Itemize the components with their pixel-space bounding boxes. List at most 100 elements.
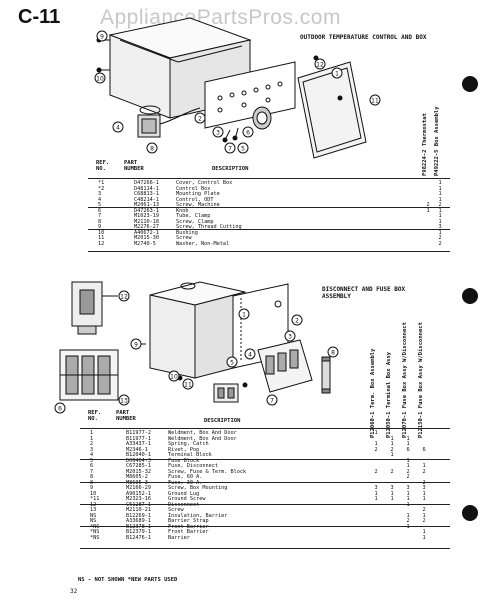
part-number: D06404-3: [126, 457, 151, 464]
section2-rule-b: [80, 482, 450, 483]
section1-column-1: P49222-5 Box Assembly: [434, 106, 440, 176]
watermark: AppliancePartsPros.com: [100, 6, 341, 29]
quantity-cell: 1: [390, 452, 394, 458]
quantity-cell: 2: [438, 202, 442, 208]
part-description: Mounting Plate: [176, 191, 220, 197]
quantity-cell: 1: [438, 191, 442, 197]
svg-text:11: 11: [184, 382, 192, 389]
quantity-cell: 1: [390, 441, 394, 447]
ref-number: 2: [90, 441, 112, 448]
svg-text:1: 1: [335, 71, 339, 78]
ref-number: 9: [98, 224, 120, 231]
part-description: Bushing: [176, 229, 198, 236]
part-description: Rivet, Pop: [168, 446, 200, 453]
section2-column-2: P12070-1 Fuse Box Assy W/Disconnect: [402, 322, 408, 438]
quantity-cell: 3: [406, 485, 410, 491]
ref-value: 8: [98, 218, 102, 225]
quantity-cell: 1: [374, 496, 378, 502]
ref-value: 10: [90, 490, 97, 497]
quantity-cell: 6: [406, 446, 410, 453]
part-description: Front Barrier: [168, 529, 209, 535]
part-description: Screw: [176, 235, 192, 241]
ref-value: 7: [90, 468, 94, 475]
ref-number: NS: [90, 512, 112, 520]
ref-number: 13: [90, 507, 112, 514]
part-number: A90152-1: [126, 490, 151, 497]
quantity-cell: 2: [406, 474, 410, 480]
ref-value: 13: [90, 507, 97, 513]
part-description: Fuse Block: [168, 457, 200, 464]
svg-text:12: 12: [316, 62, 324, 69]
part-description: Weldment, Box And Door: [168, 435, 237, 442]
callouts-section2: 12 9 1 2 3 4 5 7 8 10 11 6 13: [54, 290, 339, 414]
section1-column-0: F98224-2 Thermostat: [422, 113, 428, 176]
ref-value: 12: [98, 240, 105, 247]
part-description: Screw: [168, 507, 184, 513]
ref-value: 2: [90, 441, 94, 447]
quantity-cell: 1: [438, 180, 442, 186]
ref-number: NS: [90, 518, 112, 525]
ref-value: 11: [93, 496, 100, 502]
quantity-cell: 1: [422, 512, 426, 519]
ref-number: 1: [90, 436, 112, 443]
quantity-cell: 2: [422, 518, 426, 524]
ref-value: 6: [98, 207, 102, 214]
section1-rule-a: [88, 207, 450, 208]
svg-text:1: 1: [242, 312, 246, 319]
quantity-cell: 2: [438, 240, 442, 247]
quantity-cell: 2: [422, 468, 426, 475]
part-description: Fuse, Disconnect: [168, 463, 218, 469]
section2-rule-e: [80, 548, 450, 549]
part-number: M1023-19: [134, 213, 159, 219]
footnote: NS - NOT SHOWN *NEW PARTS USED: [78, 577, 178, 583]
ref-number: 6: [90, 463, 112, 470]
quantity-cell: 1: [438, 218, 442, 225]
quantity-cell: 2: [438, 235, 442, 241]
part-description: Screw, Box Mounting: [168, 485, 228, 491]
ref-number: 8: [98, 218, 120, 226]
ref-value: 4: [90, 452, 94, 458]
ref-value: NS: [90, 512, 97, 519]
cover-drawing: [297, 61, 367, 159]
mounting-plate-drawing: [204, 61, 296, 129]
part-number: B12040-1: [126, 452, 151, 458]
part-number: C48214-1: [134, 196, 159, 203]
part-number: M8605-2: [126, 474, 148, 480]
part-number: M2166-29: [126, 485, 151, 491]
quantity-cell: 2: [406, 468, 410, 475]
svg-text:3: 3: [288, 334, 292, 341]
svg-text:2: 2: [295, 318, 299, 325]
part-number: C68813-1: [134, 191, 159, 197]
part-number: M2061-13: [134, 202, 159, 208]
ref-number: 10: [98, 230, 120, 237]
section1-ref-header: REF.NO.: [96, 160, 110, 172]
section2-ref-header: REF.NO.: [88, 410, 102, 422]
part-number: D47266-1: [134, 180, 159, 186]
quantity-cell: 2: [406, 518, 410, 524]
part-number: D48114-1: [134, 185, 159, 192]
fuse-block-left-drawing: [59, 349, 119, 401]
svg-text:12: 12: [120, 294, 128, 301]
section2-header-rule: [80, 428, 450, 429]
quantity-cell: 1: [390, 490, 394, 497]
ref-number: 6: [98, 207, 120, 215]
quantity-cell: 1: [438, 213, 442, 219]
quantity-cell: 1: [374, 441, 378, 447]
